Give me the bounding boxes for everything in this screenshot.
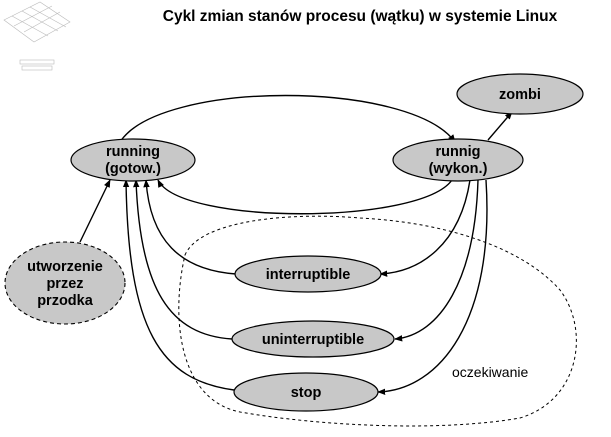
edge-gotow-to-wykon <box>119 94 456 143</box>
node-stop-label: stop <box>291 385 322 401</box>
edge-interruptible-to-gotow <box>143 179 237 275</box>
node-uninterruptible-label: uninterruptible <box>262 332 364 348</box>
edge-wykon-to-uninterruptible <box>394 179 479 342</box>
node-running-gotow-line2: (gotow.) <box>105 161 161 177</box>
node-zombi-label: zombi <box>499 87 541 103</box>
node-running-wykon: runnig (wykon.) <box>392 138 524 182</box>
edge-wykon-to-stop <box>377 179 488 395</box>
node-interruptible: interruptible <box>234 255 382 293</box>
node-created-line1: utworzenie <box>27 259 103 275</box>
node-running-gotow: running (gotow.) <box>70 138 196 182</box>
node-running-gotow-line1: running <box>106 144 160 160</box>
logo-graphic <box>3 1 71 71</box>
node-interruptible-label: interruptible <box>266 267 351 283</box>
waiting-region-label: oczekiwanie <box>452 364 528 380</box>
node-created-line2: przez <box>46 276 83 292</box>
edge-created-to-gotow <box>79 179 111 243</box>
diagram-title: Cykl zmian stanów procesu (wątku) w syst… <box>162 8 558 25</box>
edge-wykon-to-interruptible <box>379 179 471 277</box>
node-created-line3: przodka <box>37 293 94 309</box>
node-running-wykon-line1: runnig <box>435 144 480 160</box>
node-created-by-parent: utworzenie przez przodka <box>4 241 126 325</box>
node-stop: stop <box>233 372 379 412</box>
edge-stop-to-gotow <box>122 179 235 391</box>
node-uninterruptible: uninterruptible <box>231 320 395 358</box>
edge-wykon-to-gotow <box>157 179 453 215</box>
edge-wykon-to-zombi <box>487 111 513 141</box>
node-zombi: zombi <box>456 73 584 115</box>
edge-uninterruptible-to-gotow <box>133 179 233 340</box>
node-running-wykon-line2: (wykon.) <box>429 161 488 177</box>
